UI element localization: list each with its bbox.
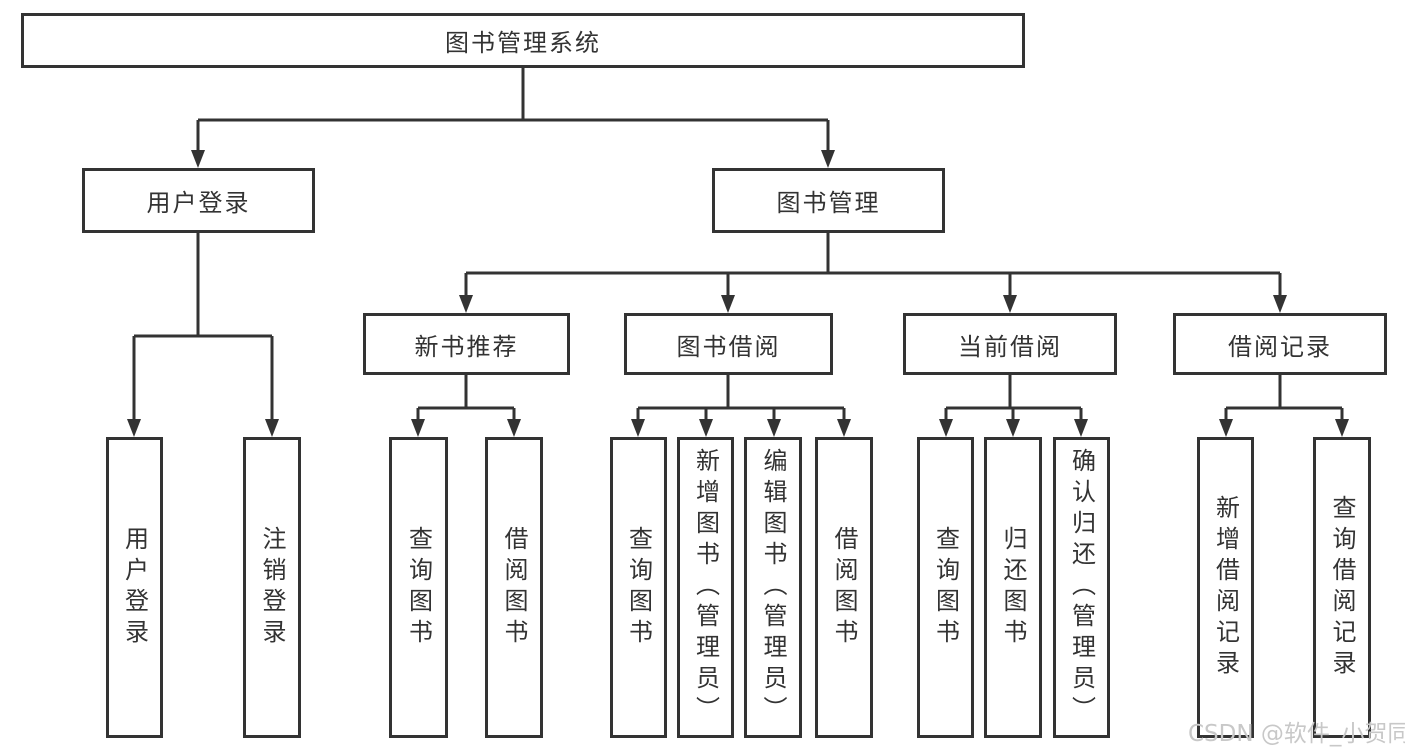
connector-current-borrow-branch [939,375,1088,437]
leaf-logout: 注销登录 [243,437,301,738]
leaf-edit-book-admin: 编辑图书（管理员） [744,437,802,738]
leaf-borrow-books-recommend: 借阅图书 [485,437,543,738]
leaf-query-books-borrow: 查询图书 [610,437,667,738]
connector-user-login-branch [127,233,279,437]
connector-borrow-records-branch [1219,375,1349,437]
leaf-add-book-admin: 新增图书（管理员） [677,437,734,738]
leaf-label: 借阅图书 [500,525,528,650]
leaf-user-login: 用户登录 [106,437,163,738]
leaf-label: 查询图书 [931,525,960,650]
leaf-query-borrow-record: 查询借阅记录 [1313,437,1371,738]
leaf-label: 注销登录 [258,525,286,650]
connector-book-borrow-branch [631,375,851,437]
leaf-label: 用户登录 [120,525,149,650]
node-library-management-system: 图书管理系统 [21,13,1025,68]
connector-new-book-branch [411,375,521,437]
node-book-borrow: 图书借阅 [624,313,833,375]
leaf-add-borrow-record: 新增借阅记录 [1197,437,1254,738]
leaf-query-books-current: 查询图书 [917,437,974,738]
watermark: CSDN @软件_小贺同学 [1188,721,1405,747]
leaf-return-book: 归还图书 [984,437,1042,738]
node-book-management: 图书管理 [712,168,945,233]
connector-root-branch [191,68,835,168]
leaf-label: 借阅图书 [830,525,858,650]
node-borrow-records: 借阅记录 [1173,313,1387,375]
leaf-label: 查询借阅记录 [1328,494,1356,681]
leaf-query-books-recommend: 查询图书 [389,437,448,738]
leaf-label: 新增借阅记录 [1211,494,1240,681]
leaf-label: 新增图书（管理员） [691,448,720,727]
leaf-label: 确认归还（管理员） [1067,448,1096,727]
leaf-borrow-books-2: 借阅图书 [815,437,873,738]
leaf-label: 编辑图书（管理员） [759,448,787,727]
node-current-borrow: 当前借阅 [903,313,1117,375]
leaf-label: 归还图书 [999,525,1027,650]
leaf-label: 查询图书 [624,525,653,650]
leaf-confirm-return-admin: 确认归还（管理员） [1053,437,1110,738]
leaf-label: 查询图书 [404,525,433,650]
connector-book-management-branch [459,233,1287,313]
node-new-book-recommend: 新书推荐 [363,313,570,375]
node-user-login: 用户登录 [82,168,315,233]
